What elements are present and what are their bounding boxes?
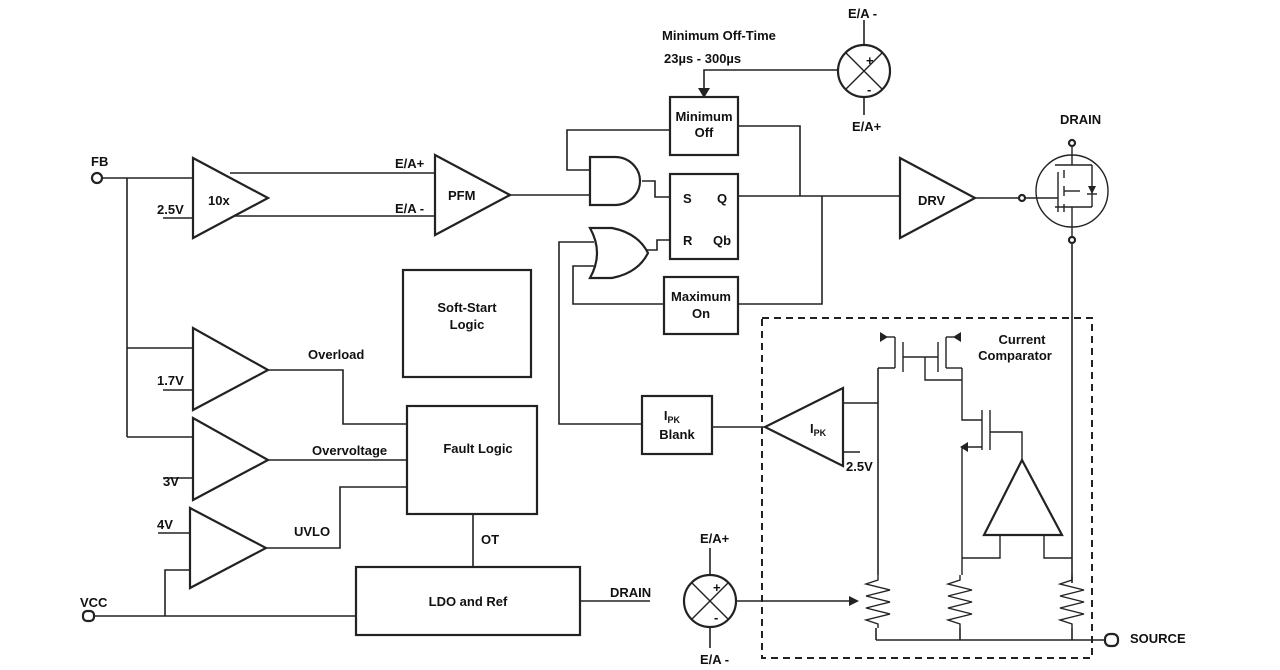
current-comparator-label-2: Comparator <box>978 348 1052 363</box>
drain-label: DRAIN <box>1060 112 1101 127</box>
current-sense-boundary <box>761 317 1093 659</box>
ipk-comparator: IPK <box>762 386 845 468</box>
svg-text:DRV: DRV <box>918 193 946 208</box>
vcc-pin <box>81 609 96 623</box>
svg-text:IPK: IPK <box>664 408 681 425</box>
svg-text:Qb: Qb <box>713 233 731 248</box>
source-terminal <box>1067 235 1077 245</box>
ea-minus-bottom-label: E/A - <box>700 652 729 667</box>
ipk-ref-label: 2.5V <box>846 459 873 474</box>
ea-minus-top-label: E/A - <box>848 6 877 21</box>
minimum-off-block: Minimum Off <box>668 95 740 157</box>
svg-text:+: + <box>713 580 721 595</box>
vcc-label: VCC <box>80 595 108 610</box>
min-off-time-title: Minimum Off-Time <box>662 28 776 43</box>
svg-text:+: + <box>866 53 874 68</box>
svg-text:Q: Q <box>717 191 727 206</box>
svg-text:On: On <box>692 306 710 321</box>
current-comparator-amp <box>982 457 1064 537</box>
svg-text:10x: 10x <box>208 193 230 208</box>
amp-10x: 10x <box>191 156 271 240</box>
sense-resistor-2 <box>945 575 973 628</box>
source-pin <box>1103 632 1120 648</box>
uvlo-comparator <box>188 506 269 590</box>
fb-pin <box>90 171 104 185</box>
svg-text:Off: Off <box>695 125 714 140</box>
ea-plus-pfm-label: E/A+ <box>395 156 425 171</box>
fb-label: FB <box>91 154 108 169</box>
svg-text:Logic: Logic <box>450 317 485 332</box>
sense-resistor-1 <box>863 575 891 628</box>
ref-4v-label: 4V <box>157 517 173 532</box>
soft-start-logic-block: Soft-Start Logic <box>401 268 533 379</box>
and-gate <box>588 155 642 207</box>
uvlo-label: UVLO <box>294 524 330 539</box>
ea-minus-pfm-label: E/A - <box>395 201 424 216</box>
svg-text:Soft-Start: Soft-Start <box>437 300 497 315</box>
ot-label: OT <box>481 532 499 547</box>
sr-latch: S Q R Qb <box>668 172 740 261</box>
ea-plus-bottom-label: E/A+ <box>700 531 730 546</box>
svg-text:-: - <box>714 610 718 625</box>
svg-text:Minimum: Minimum <box>675 109 732 124</box>
summing-junction-top: + - <box>836 43 892 99</box>
svg-text:LDO and Ref: LDO and Ref <box>429 594 508 609</box>
svg-text:IPK: IPK <box>810 421 827 438</box>
svg-text:PFM: PFM <box>448 188 475 203</box>
ref-2v5-label: 2.5V <box>157 202 184 217</box>
drv-block: DRV <box>898 156 978 240</box>
svg-text:S: S <box>683 191 692 206</box>
summing-junction-bottom: + - <box>682 573 738 629</box>
ref-1v7-label: 1.7V <box>157 373 184 388</box>
overload-label: Overload <box>308 347 364 362</box>
overvoltage-label: Overvoltage <box>312 443 387 458</box>
source-label: SOURCE <box>1130 631 1186 646</box>
ea-plus-top-label: E/A+ <box>852 119 882 134</box>
maximum-on-block: Maximum On <box>662 275 740 336</box>
svg-text:Maximum: Maximum <box>671 289 731 304</box>
ldo-ref-block: LDO and Ref <box>354 565 582 637</box>
or-gate <box>588 226 650 280</box>
wiring <box>95 20 1105 648</box>
sense-resistor-3 <box>1057 575 1085 628</box>
min-off-time-range: 23µs - 300µs <box>664 51 741 66</box>
ref-3v-label: 3V <box>163 474 179 489</box>
svg-text:Blank: Blank <box>659 427 695 442</box>
fault-logic-block: Fault Logic <box>405 404 539 516</box>
svg-text:-: - <box>867 82 871 97</box>
ipk-blank-block: IPK Blank <box>640 394 714 456</box>
svg-text:Fault Logic: Fault Logic <box>443 441 512 456</box>
svg-text:R: R <box>683 233 693 248</box>
current-comparator-label-1: Current <box>999 332 1047 347</box>
overvoltage-comparator <box>191 416 271 502</box>
ldo-drain-label: DRAIN <box>610 585 651 600</box>
gate-terminal <box>1017 193 1027 203</box>
power-mosfet <box>1026 147 1109 237</box>
overload-comparator <box>191 326 271 412</box>
drain-terminal <box>1067 138 1077 148</box>
pfm-block: PFM <box>433 153 513 237</box>
